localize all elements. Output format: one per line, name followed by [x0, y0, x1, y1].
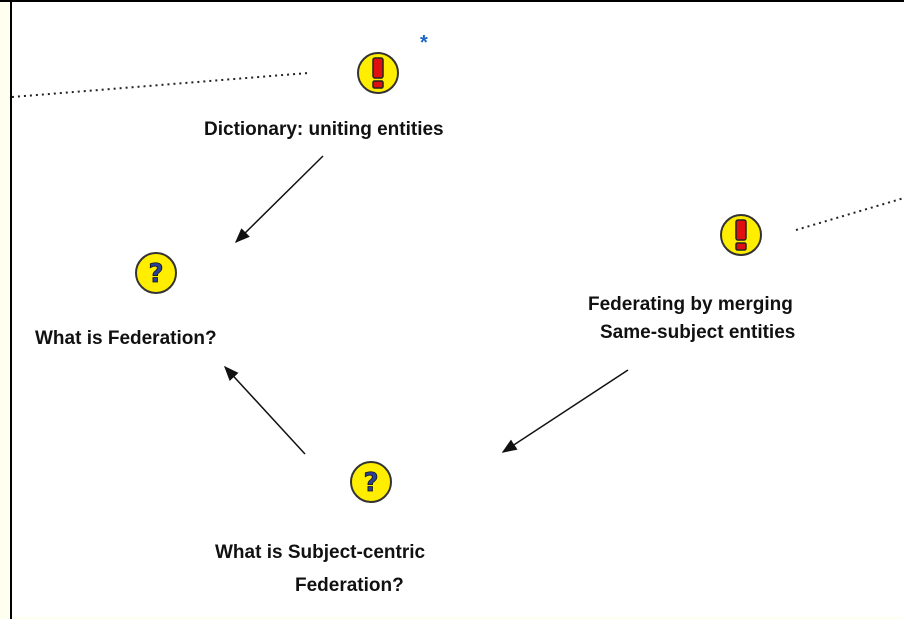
asterisk-marker: *: [420, 32, 428, 54]
exclamation-icon: [357, 52, 399, 94]
node-subject-centric-federation[interactable]: ? What is Subject-centric Federation?: [200, 457, 560, 617]
node-label-federating-line2: Same-subject entities: [600, 322, 796, 343]
node-label-what-is-federation: What is Federation?: [35, 328, 217, 349]
arrow-merging-to-subject-centric: [501, 369, 629, 453]
node-label-dictionary: Dictionary: uniting entities: [204, 119, 444, 140]
question-icon: ?: [135, 252, 177, 294]
svg-text:?: ?: [363, 468, 378, 498]
question-icon: ?: [350, 461, 392, 503]
exclamation-icon: [720, 214, 762, 256]
svg-text:?: ?: [148, 259, 163, 289]
node-dictionary[interactable]: * Dictionary: uniting entities: [200, 32, 540, 152]
node-label-subject-centric-line2: Federation?: [295, 575, 404, 596]
node-label-subject-centric-line1: What is Subject-centric: [215, 542, 426, 563]
node-what-is-federation[interactable]: ? What is Federation?: [30, 250, 330, 360]
arrow-subject-centric-to-federation: [223, 365, 306, 455]
node-federating-by-merging[interactable]: Federating by merging Same-subject entit…: [575, 207, 904, 357]
arrow-dictionary-to-federation: [234, 155, 324, 244]
dotted-link-right: [795, 197, 904, 231]
node-label-federating-line1: Federating by merging: [588, 294, 793, 315]
